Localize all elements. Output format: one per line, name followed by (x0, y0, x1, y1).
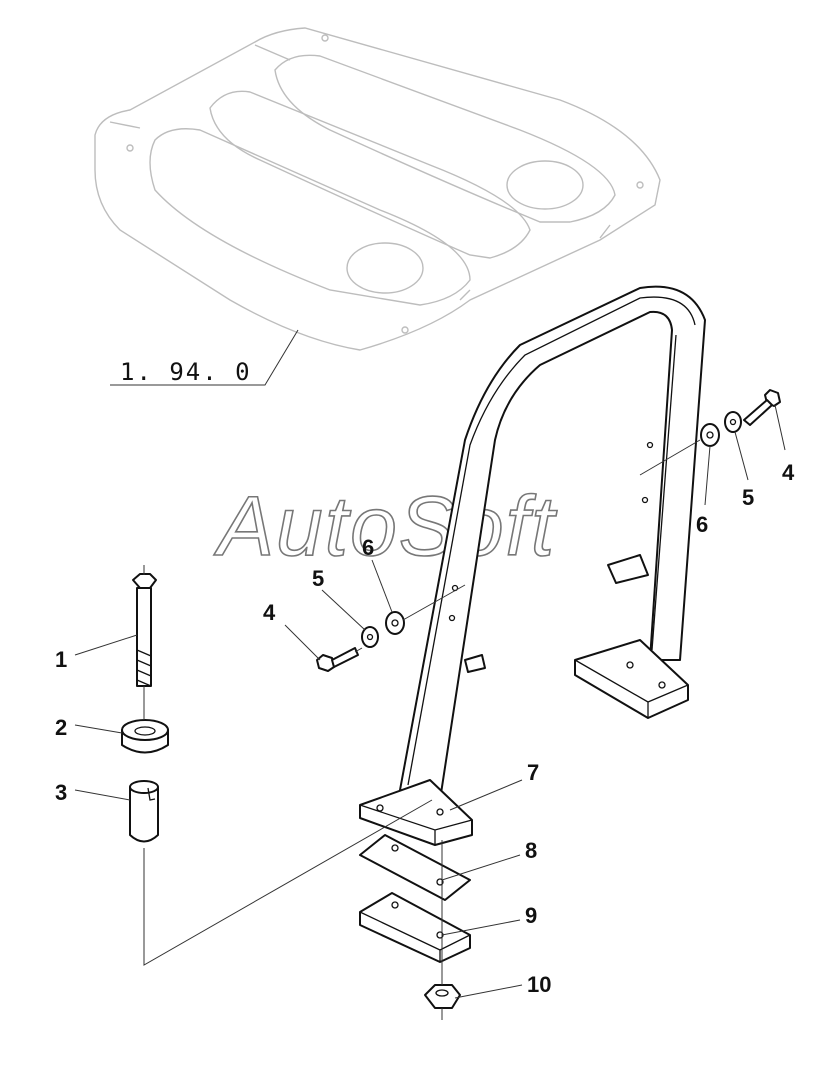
callout-6-right: 6 (696, 512, 708, 537)
callout-4-left: 4 (263, 600, 276, 625)
plate-9 (359, 892, 471, 963)
washer-6-right (700, 423, 720, 447)
callout-9: 9 (525, 903, 537, 928)
callout-5-left: 5 (312, 566, 324, 591)
watermark: AutoSoft (213, 479, 558, 573)
washer-5-right (724, 411, 742, 433)
bolt-4-left (316, 647, 359, 672)
callout-3: 3 (55, 780, 67, 805)
callout-7: 7 (527, 760, 539, 785)
callout-2: 2 (55, 715, 67, 740)
reference-leader: 1. 94. 0 (110, 329, 299, 386)
washer-6-left (385, 611, 405, 635)
spacer-2 (121, 719, 169, 754)
plate-8 (359, 834, 471, 901)
callout-8: 8 (525, 838, 537, 863)
reference-label: 1. 94. 0 (120, 358, 252, 386)
washer-5-left (361, 626, 379, 648)
callout-5-right: 5 (742, 485, 754, 510)
assembly-lines (143, 439, 701, 1020)
callout-6-left: 6 (362, 535, 374, 560)
seat-panel-reference (94, 27, 661, 351)
callout-4-right: 4 (782, 460, 795, 485)
bolt-4-right (743, 389, 781, 426)
sleeve-3 (129, 780, 159, 843)
nut-10 (424, 984, 461, 1009)
callout-1: 1 (55, 647, 67, 672)
rollover-frame (359, 285, 706, 846)
callout-labels: 1 2 3 4 5 6 4 5 6 7 8 9 10 (55, 460, 795, 997)
callout-10: 10 (527, 972, 551, 997)
callout-leaders (74, 404, 786, 999)
bolt-1 (132, 573, 157, 687)
